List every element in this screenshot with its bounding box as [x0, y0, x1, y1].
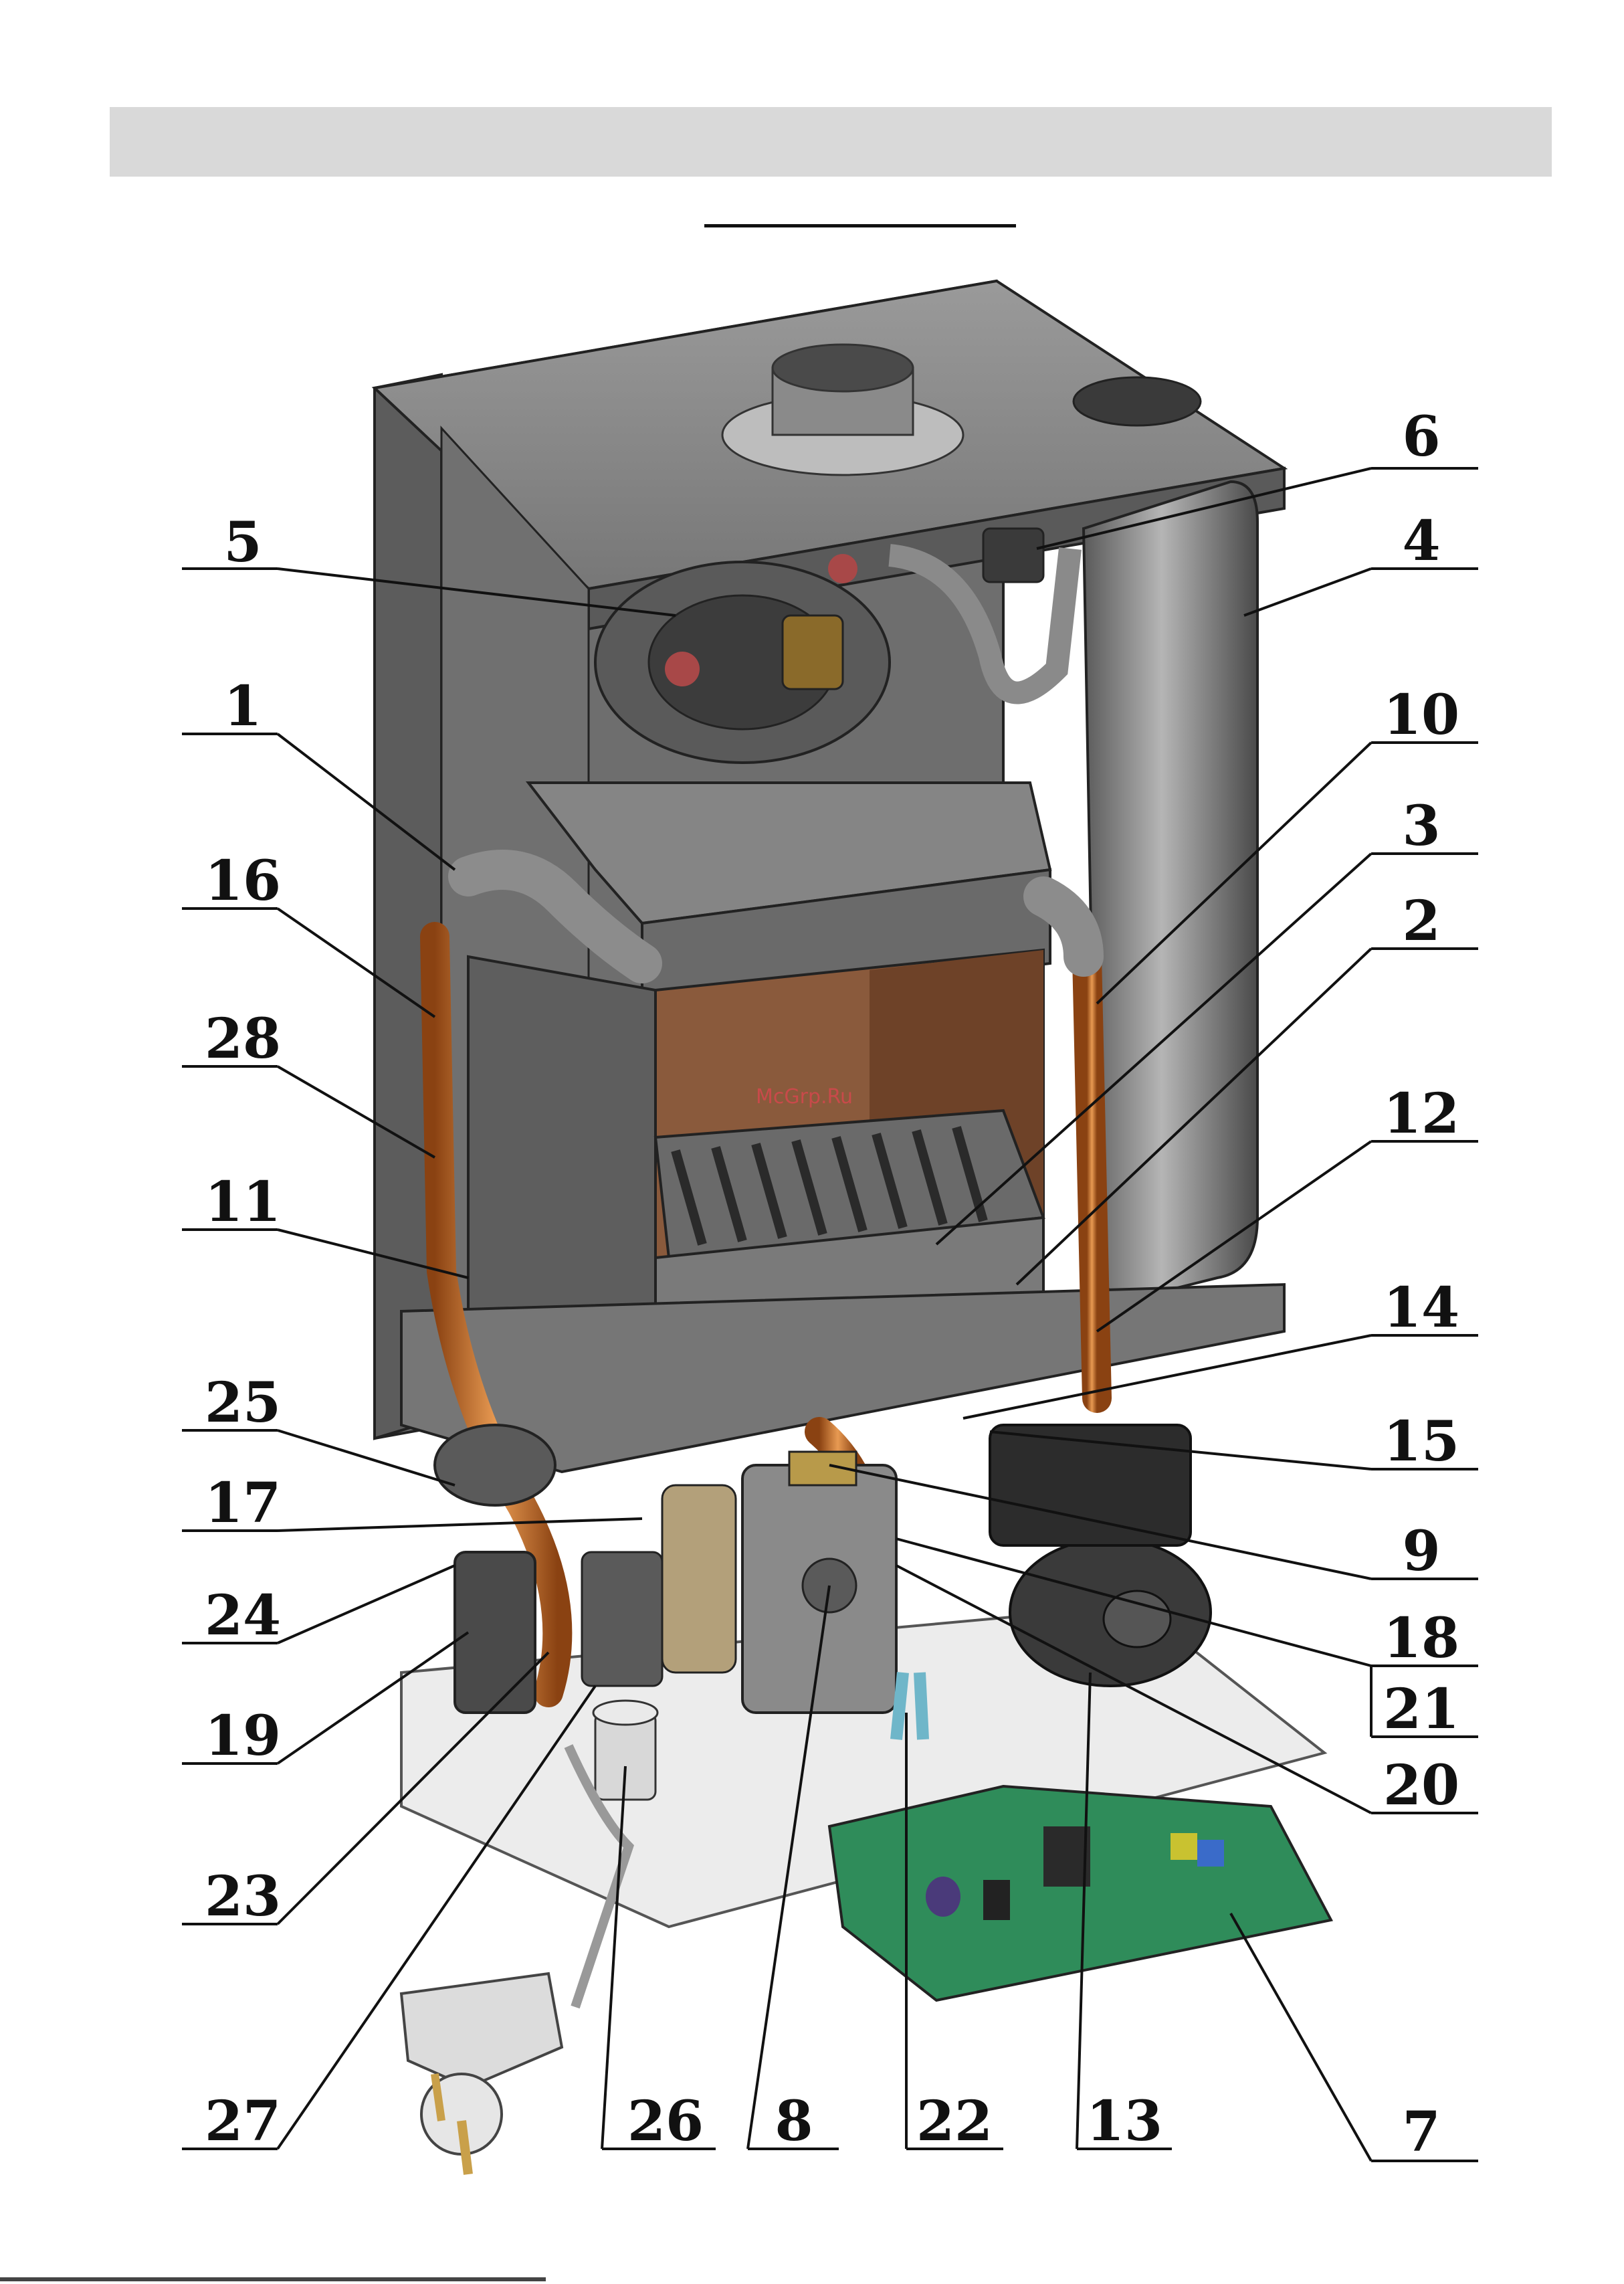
pressure-gauges: [582, 1485, 736, 1686]
callout-26: 26: [615, 2094, 716, 2149]
callout-22: 22: [904, 2094, 1005, 2149]
callout-13: 13: [1074, 2094, 1175, 2149]
callout-5: 5: [193, 515, 293, 570]
callout-11: 11: [193, 1175, 293, 1230]
callout-21: 21: [1371, 1682, 1471, 1737]
callout-10: 10: [1371, 688, 1471, 743]
callout-17: 17: [193, 1476, 293, 1531]
watermark-text: McGrp.Ru: [756, 1085, 853, 1109]
callout-9: 9: [1371, 1524, 1471, 1579]
control-board: [829, 1786, 1331, 2000]
expansion-tank: [1084, 482, 1257, 1298]
callout-1: 1: [193, 679, 293, 734]
page-footer-rule: [0, 2277, 546, 2281]
callout-19: 19: [193, 1709, 293, 1764]
callout-25: 25: [193, 1375, 293, 1430]
gas-valve: [742, 1452, 896, 1713]
callout-27: 27: [193, 2094, 293, 2149]
callout-3: 3: [1371, 799, 1471, 854]
callout-28: 28: [193, 1012, 293, 1066]
callout-7: 7: [1371, 2105, 1471, 2160]
callout-23: 23: [193, 1869, 293, 1924]
callout-24: 24: [193, 1588, 293, 1643]
callout-15: 15: [1371, 1414, 1471, 1469]
callout-20: 20: [1371, 1758, 1471, 1813]
callout-16: 16: [193, 854, 293, 909]
callout-6: 6: [1371, 409, 1471, 464]
callout-18: 18: [1371, 1611, 1471, 1666]
pump: [990, 1425, 1211, 1686]
callout-14: 14: [1371, 1280, 1471, 1335]
callout-8: 8: [744, 2094, 844, 2149]
callout-4: 4: [1371, 514, 1471, 569]
callout-12: 12: [1371, 1086, 1471, 1141]
callout-2: 2: [1371, 894, 1471, 949]
